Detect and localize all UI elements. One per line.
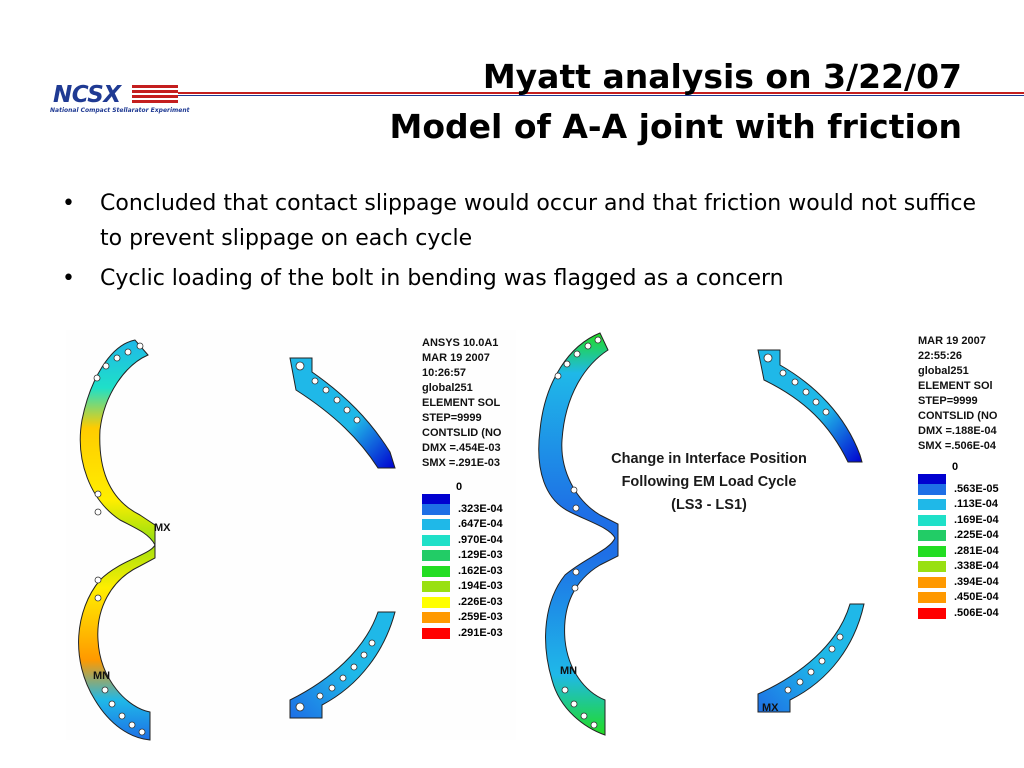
legend-swatch (918, 607, 946, 619)
left-min-label: MN (93, 670, 111, 682)
legend-label: .259E-03 (458, 611, 503, 623)
bullet-text: Cyclic loading of the bolt in bending wa… (100, 266, 784, 291)
left-shell (78, 339, 156, 741)
info-line: CONTSLID (NO (422, 427, 502, 439)
legend-label: .323E-04 (458, 502, 503, 515)
legend-label: .226E-03 (458, 595, 503, 608)
legend-swatch (918, 483, 946, 495)
legend-swatch (422, 627, 450, 639)
info-line: SMX =.291E-03 (422, 457, 500, 469)
legend-swatch (918, 530, 946, 541)
title-line-2: Model of A-A joint with friction (389, 107, 962, 146)
title-line-1: Myatt analysis on 3/22/07 (482, 57, 962, 96)
legend-swatch (422, 503, 450, 515)
bullet-item: • Concluded that contact slippage would … (60, 186, 980, 256)
legend-label: .506E-04 (954, 606, 999, 619)
right-color-legend: 0 .563E-05 .113E-04 .169E-04 .225E-04 .281E-0… (918, 461, 1018, 619)
info-line: global251 (422, 382, 473, 394)
legend-label: .450E-04 (954, 591, 999, 603)
legend-swatch (918, 561, 946, 572)
legend-label: .647E-04 (458, 518, 503, 530)
legend-label: .281E-04 (954, 544, 999, 557)
legend-swatch (422, 534, 450, 546)
legend-swatch (918, 576, 946, 588)
legend-label: .169E-04 (954, 513, 999, 526)
legend-label: .338E-04 (954, 560, 999, 572)
legend-label: .194E-03 (458, 580, 503, 592)
note-line-1: Change in Interface Position (611, 451, 807, 467)
info-line: CONTSLID (NO (918, 410, 998, 422)
logo-text: NCSX (53, 82, 121, 108)
right-min-label: MN (560, 665, 578, 677)
interface-change-note: Change in Interface Position Following E… (584, 448, 834, 517)
ncsx-logo: NCSX National Compact Stellarator Experi… (48, 80, 190, 120)
info-line: global251 (918, 365, 969, 377)
info-line: 22:55:26 (918, 350, 963, 362)
legend-label: .394E-04 (954, 575, 999, 588)
legend-label: .129E-03 (458, 549, 503, 561)
info-line: MAR 19 2007 (422, 352, 490, 364)
info-line: STEP=9999 (422, 412, 482, 424)
info-line: DMX =.188E-04 (918, 425, 997, 437)
right-plot-upper-segment (757, 349, 863, 463)
info-line: ELEMENT SOl (918, 380, 993, 392)
legend-swatch (422, 550, 450, 561)
legend-swatch (422, 565, 450, 577)
legend-label: 0 (456, 481, 463, 493)
info-line: ANSYS 10.0A1 (422, 337, 499, 349)
left-plot-lower-segment (289, 611, 396, 719)
legend-swatch (422, 612, 450, 623)
info-line: 10:26:57 (422, 367, 467, 379)
bullet-dot: • (62, 191, 75, 216)
bullet-item: • Cyclic loading of the bolt in bending … (60, 261, 980, 296)
right-plot-lower-segment (757, 603, 865, 713)
legend-swatch (918, 592, 946, 603)
logo-subtitle: National Compact Stellarator Experiment (50, 107, 190, 114)
info-line: DMX =.454E-03 (422, 442, 501, 454)
logo-stripes (132, 85, 178, 107)
legend-label: .113E-04 (954, 498, 999, 510)
right-max-label: MX (762, 702, 779, 714)
legend-swatch (422, 519, 450, 530)
header-rule-thin (178, 95, 1024, 96)
legend-swatch (422, 494, 450, 505)
legend-label: .162E-03 (458, 564, 503, 577)
left-plot-upper-segment (289, 357, 396, 469)
legend-label: .291E-03 (458, 626, 503, 639)
slide-title: Myatt analysis on 3/22/07 Model of A-A j… (390, 52, 962, 152)
legend-swatch (918, 545, 946, 557)
header-rule (178, 92, 1024, 94)
legend-label: .970E-04 (458, 533, 503, 546)
info-line: SMX =.506E-04 (918, 440, 996, 452)
info-line: MAR 19 2007 (918, 335, 986, 347)
info-line: ELEMENT SOL (422, 397, 501, 409)
legend-swatch (422, 596, 450, 608)
left-max-label: MX (154, 522, 171, 534)
note-line-2: Following EM Load Cycle (621, 474, 797, 490)
legend-label: .563E-05 (954, 482, 999, 495)
legend-label: 0 (952, 461, 959, 473)
legend-swatch (422, 581, 450, 592)
legend-label: .225E-04 (954, 529, 999, 541)
note-line-3: (LS3 - LS1) (671, 497, 747, 513)
legend-swatch (918, 514, 946, 526)
bullet-list: • Concluded that contact slippage would … (60, 186, 980, 301)
legend-swatch (918, 499, 946, 510)
info-line: STEP=9999 (918, 395, 978, 407)
bullet-text: Concluded that contact slippage would oc… (100, 191, 977, 251)
bullet-dot: • (62, 266, 75, 291)
left-color-legend: 0 .323E-04 .647E-04 .970E-04 .129E-03 .162E-0… (422, 481, 522, 639)
legend-swatch (918, 474, 946, 485)
right-shell (538, 332, 619, 736)
